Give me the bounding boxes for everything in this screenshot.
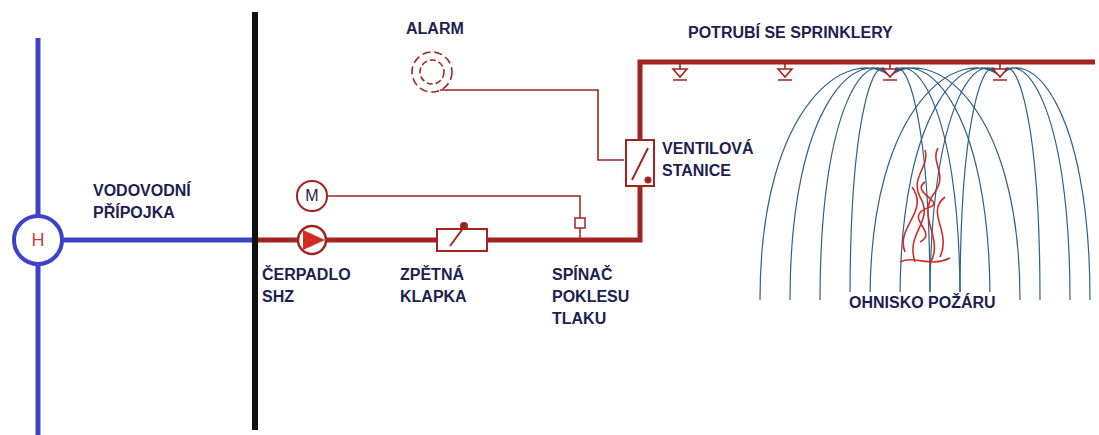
alarm-wire bbox=[440, 90, 624, 160]
water-supply bbox=[38, 38, 255, 435]
sprinkler-symbol bbox=[673, 64, 1007, 80]
pump-body bbox=[298, 226, 326, 254]
alarm-outer bbox=[412, 52, 452, 92]
fire-flames bbox=[900, 148, 950, 264]
valve-hinge bbox=[461, 223, 467, 229]
part-label: VODOVODNÍ PŘÍPOJKA bbox=[93, 180, 208, 224]
part-label: OHNISKO POŽÁRU bbox=[846, 292, 999, 314]
valve-body bbox=[437, 229, 487, 251]
hydrant-circle: H bbox=[12, 214, 64, 266]
spray-lines bbox=[870, 68, 1090, 300]
part-label: ZPĚTNÁ KLAPKA bbox=[400, 264, 480, 308]
switch-stem bbox=[579, 228, 581, 238]
pump-arrow bbox=[303, 230, 325, 250]
motor-wire bbox=[326, 196, 585, 238]
node-text: H bbox=[32, 231, 45, 249]
control-wire bbox=[326, 196, 580, 218]
pump-symbol bbox=[298, 226, 326, 254]
check-valve-symbol bbox=[437, 223, 487, 251]
station-flap bbox=[632, 148, 648, 180]
building-wall bbox=[252, 12, 258, 430]
part-label: VENTILOVÁ STANICE bbox=[662, 138, 767, 182]
motor-circle: M bbox=[296, 180, 327, 211]
station-dot bbox=[646, 178, 651, 183]
spray-lines bbox=[760, 68, 1020, 300]
valve-station-symbol bbox=[626, 140, 654, 186]
part-label: POTRUBÍ SE SPRINKLERY bbox=[688, 22, 893, 44]
alarm-symbol bbox=[412, 52, 624, 160]
water-connection bbox=[60, 238, 255, 243]
alarm-inner bbox=[420, 60, 444, 84]
pressure-switch bbox=[575, 218, 585, 228]
station-body bbox=[626, 140, 654, 186]
part-label: SPÍNAČ POKLESU TLAKU bbox=[552, 264, 647, 330]
pipe-line bbox=[258, 62, 1095, 240]
fire-pipe bbox=[258, 62, 1095, 240]
sprinkler-heads bbox=[673, 64, 1007, 80]
part-label: ČERPADLO SHZ bbox=[262, 264, 362, 308]
valve-flap bbox=[450, 227, 464, 246]
part-label: ALARM bbox=[406, 18, 464, 40]
spray-pattern bbox=[760, 68, 1090, 300]
node-text: M bbox=[305, 188, 318, 204]
